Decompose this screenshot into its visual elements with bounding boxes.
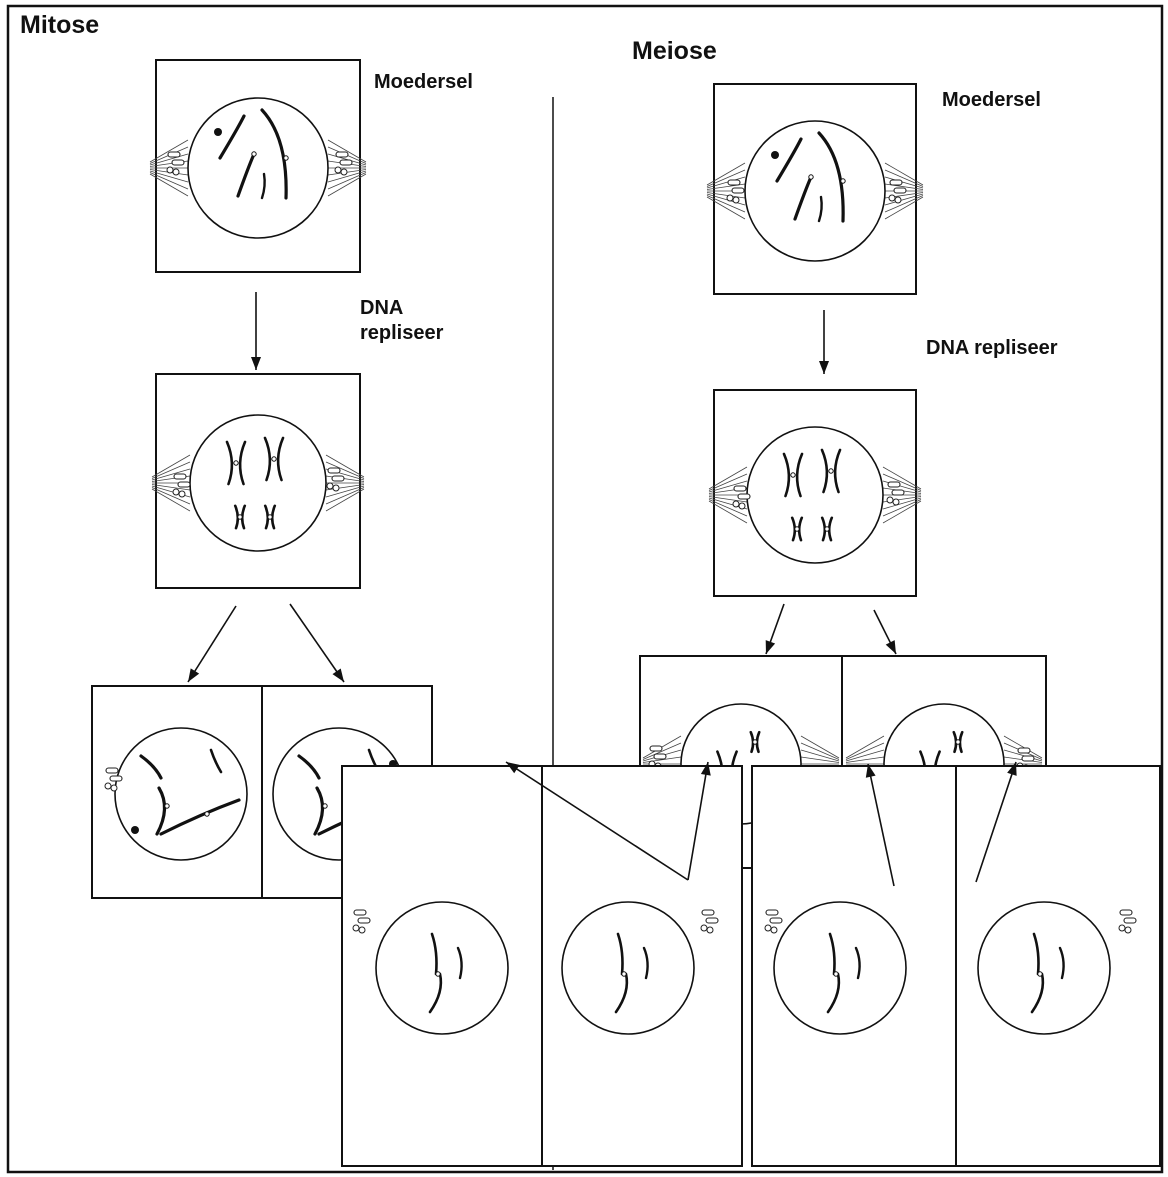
meiosis-arrow-I-left (765, 603, 785, 655)
meiosis-dna-replication-label: DNA repliseer (926, 337, 1058, 359)
meiosis-arrow-II-right-b (975, 761, 1017, 883)
meiosis-II-cell-4 (955, 765, 1161, 1167)
meiosis-arrow-I-right (873, 609, 897, 655)
mitosis-mother-cell (149, 59, 367, 273)
meiosis-title: Meiose (632, 37, 717, 65)
outer-frame (6, 4, 1164, 1174)
meiosis-II-cell-2 (541, 765, 743, 1167)
meiosis-arrow-replicate (819, 310, 829, 374)
meiosis-replicated-cell (708, 389, 922, 597)
mitosis-daughter-cell-1 (91, 685, 263, 899)
meiosis-mother-cell (706, 83, 924, 295)
mitosis-dna-replication-label: DNA repliseer (360, 297, 444, 344)
meiosis-II-cell-3 (751, 765, 957, 1167)
mitosis-arrow-replicate (251, 292, 261, 370)
mitosis-title: Mitose (20, 11, 100, 39)
mitosis-replicated-cell (151, 373, 365, 589)
mitosis-arrow-right (289, 603, 345, 683)
meiosis-arrow-II-left-b (687, 761, 711, 881)
meiosis-arrow-II-left-a (505, 761, 689, 881)
mitosis-arrow-left (187, 605, 237, 683)
mitosis-mother-cell-label: Moedersel (374, 71, 473, 93)
meiosis-II-cell-1 (341, 765, 543, 1167)
meiosis-arrow-II-right-a (865, 763, 895, 887)
meiosis-mother-cell-label: Moedersel (942, 89, 1041, 111)
